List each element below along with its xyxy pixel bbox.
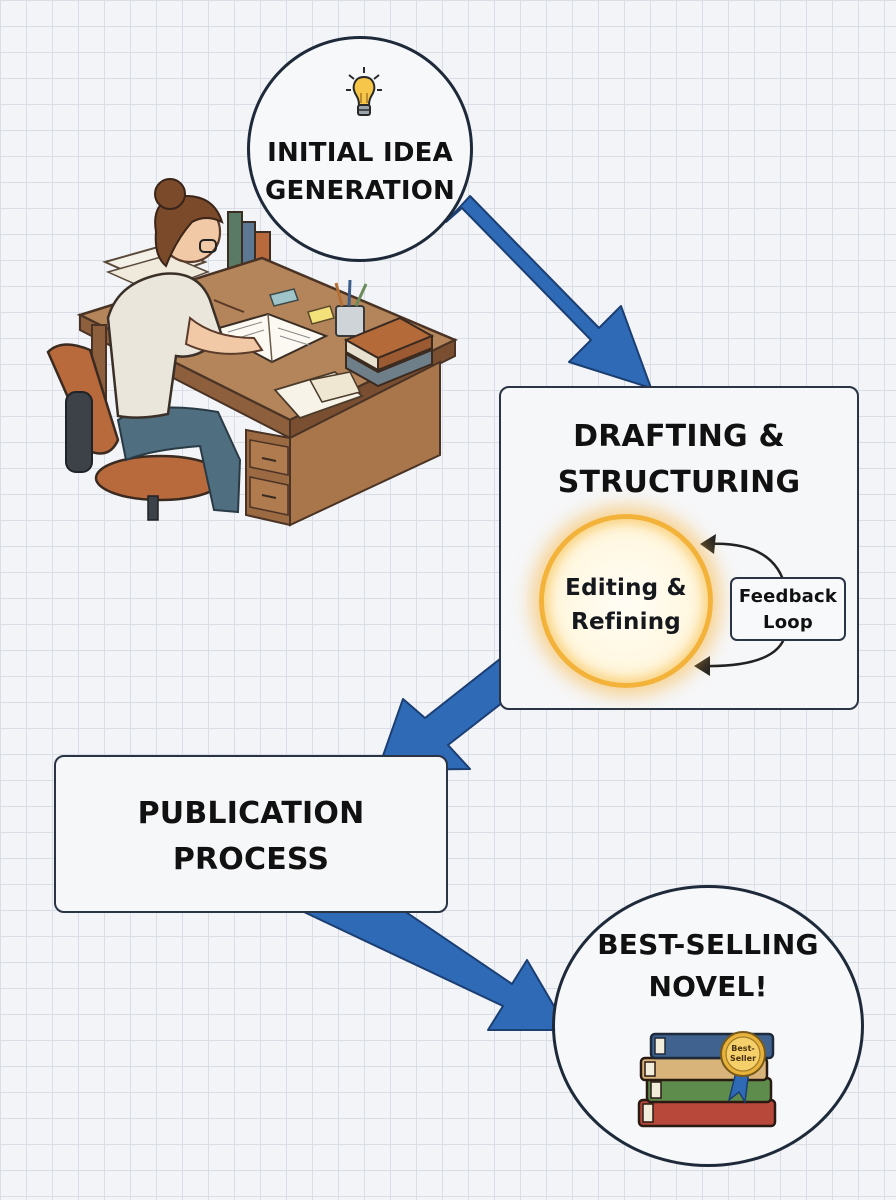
node-drafting-line2: STRUCTURING — [557, 465, 801, 500]
node-feedback-line2: Loop — [763, 612, 813, 633]
node-feedback-line1: Feedback — [738, 586, 838, 607]
node-publication-line2: PROCESS — [172, 842, 330, 877]
node-best-line2: NOVEL! — [648, 970, 768, 1003]
badge-text-line1: Best- — [731, 1044, 754, 1053]
node-publication-process: PUBLICATION PROCESS — [54, 755, 448, 913]
node-best-selling-novel: BEST-SELLING NOVEL! Best- Seller — [552, 885, 864, 1167]
node-best-line1: BEST-SELLING — [597, 928, 819, 961]
node-publication-line1: PUBLICATION — [137, 796, 365, 831]
node-editing-line1: Editing & — [565, 575, 687, 601]
book-stack-illustration: Best- Seller — [637, 1031, 777, 1128]
node-editing-line2: Refining — [571, 609, 681, 635]
lightbulb-icon — [346, 67, 382, 116]
node-drafting-line1: DRAFTING & — [573, 419, 785, 454]
node-initial-idea-line2: GENERATION — [264, 176, 456, 206]
node-initial-idea-line1: INITIAL IDEA — [267, 138, 453, 168]
node-initial-idea: INITIAL IDEA GENERATION — [247, 36, 473, 262]
badge-text-line2: Seller — [730, 1054, 756, 1063]
node-feedback-loop: Feedback Loop — [730, 577, 846, 641]
node-editing-refining: Editing & Refining — [539, 514, 713, 688]
